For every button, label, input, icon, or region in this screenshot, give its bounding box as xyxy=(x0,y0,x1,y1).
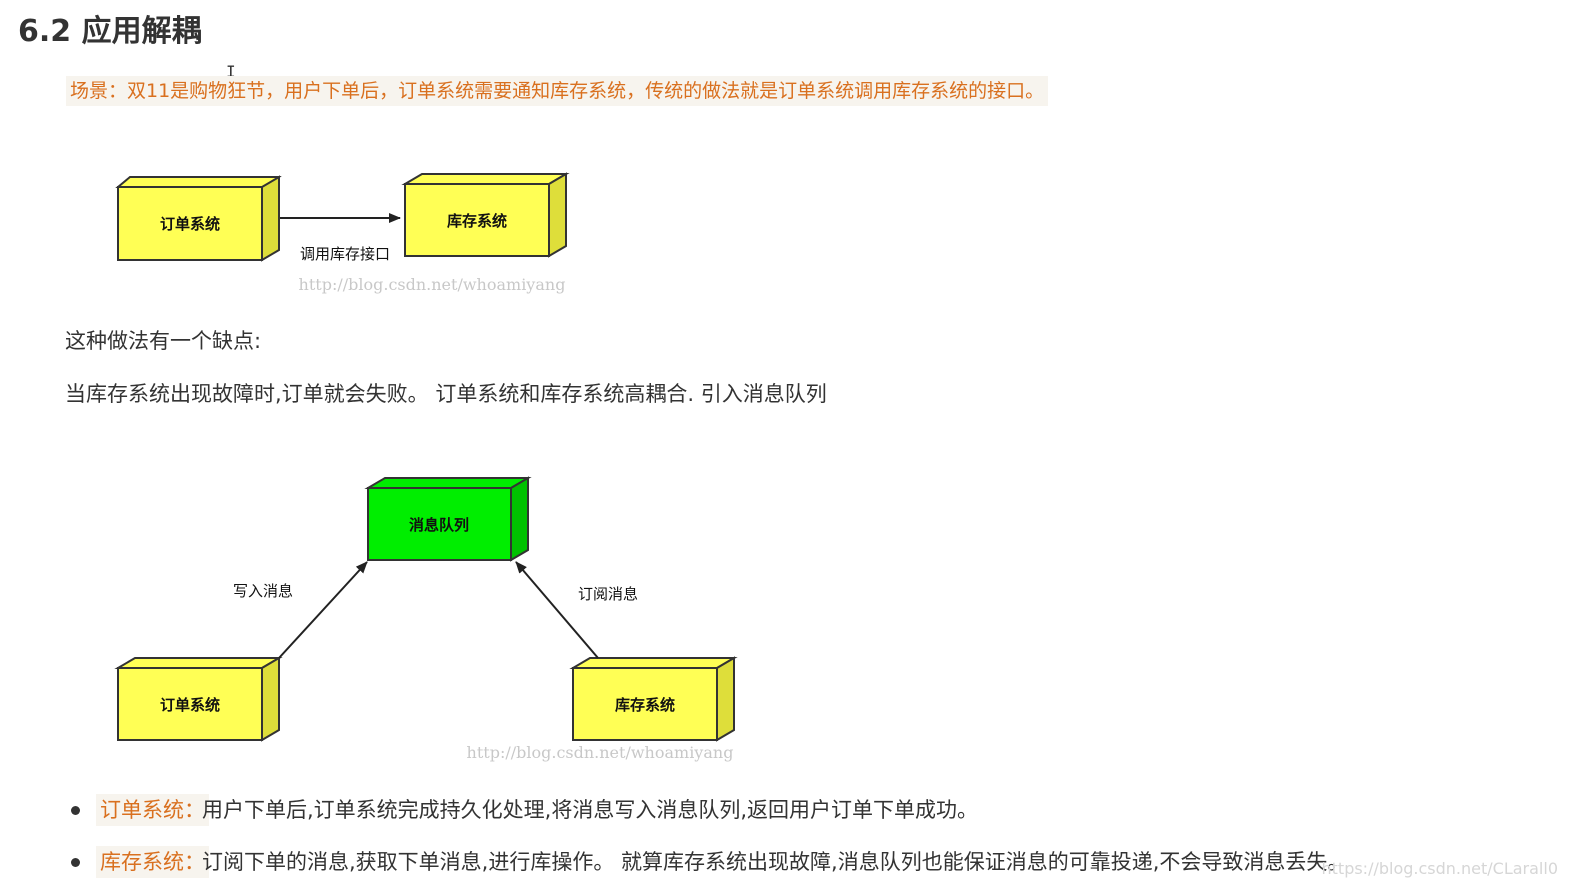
subscribe-message-arrow xyxy=(515,561,599,659)
list-item-term: 订单系统： xyxy=(96,794,209,826)
figure2-watermark: http://blog.csdn.net/whoamiyang xyxy=(467,743,734,762)
bullet-dot-icon xyxy=(71,858,80,867)
corner-watermark: https://blog.csdn.net/CLarall0 xyxy=(1321,859,1559,878)
order-system-label: 订单系统 xyxy=(160,215,220,233)
figure1-watermark: http://blog.csdn.net/whoamiyang xyxy=(299,275,566,294)
call-arrow-label: 调用库存接口 xyxy=(300,245,390,263)
order-system-box: 订单系统 xyxy=(115,175,282,262)
write-message-arrow xyxy=(278,561,368,659)
list-item-desc: 用户下单后,订单系统完成持久化处理,将消息写入消息队列,返回用户订单下单成功。 xyxy=(202,798,979,822)
order-system-label-2: 订单系统 xyxy=(160,696,220,714)
list-item-desc: 订阅下单的消息,获取下单消息,进行库操作。 就算库存系统出现故障,消息队列也能保… xyxy=(202,850,1349,874)
paragraph-coupling: 当库存系统出现故障时,订单就会失败。 订单系统和库存系统高耦合. 引入消息队列 xyxy=(65,382,827,406)
order-system-box-2: 订单系统 xyxy=(114,656,283,742)
paragraph-drawback: 这种做法有一个缺点: xyxy=(65,329,262,353)
subscribe-message-label: 订阅消息 xyxy=(578,585,638,603)
text-cursor-icon: I xyxy=(226,62,236,81)
stock-system-box-2: 库存系统 xyxy=(569,656,738,742)
scene-note: 场景：双11是购物狂节，用户下单后，订单系统需要通知库存系统，传统的做法就是订单… xyxy=(66,76,1049,106)
message-queue-label: 消息队列 xyxy=(409,516,469,534)
bullet-dot-icon xyxy=(71,806,80,815)
stock-system-box: 库存系统 xyxy=(401,172,570,258)
message-queue-box: 消息队列 xyxy=(364,476,532,562)
section-title: 6.2 应用解耦 xyxy=(18,14,202,49)
stock-system-label: 库存系统 xyxy=(447,212,507,230)
stock-system-label-2: 库存系统 xyxy=(615,696,675,714)
list-item-term: 库存系统： xyxy=(96,846,209,878)
write-message-label: 写入消息 xyxy=(233,582,293,600)
